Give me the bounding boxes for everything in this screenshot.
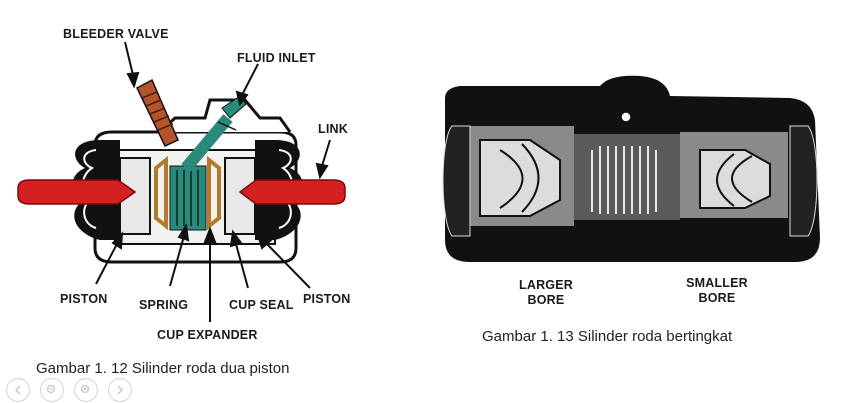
bleeder-port [620, 111, 632, 123]
left-link-rod [17, 179, 137, 205]
label-larger-bore-line1: LARGER [519, 278, 573, 292]
prev-icon [14, 385, 21, 395]
label-link: LINK [318, 122, 348, 136]
bleeder-valve [136, 78, 179, 147]
zoom-in-icon [80, 384, 90, 394]
leader-lines [95, 41, 331, 322]
right-link-rod [238, 179, 346, 205]
label-larger-bore: LARGER BORE [506, 278, 586, 308]
zoom-out-button[interactable] [40, 378, 64, 402]
next-icon [117, 385, 124, 395]
large-piston-cup [479, 139, 561, 217]
zoom-in-button[interactable] [74, 378, 98, 402]
label-larger-bore-line2: BORE [527, 293, 565, 307]
label-smaller-bore-line1: SMALLER [686, 276, 748, 290]
label-cup-seal: CUP SEAL [229, 298, 294, 312]
next-button[interactable] [108, 378, 132, 402]
cup-expanders [154, 155, 221, 231]
caption-right: Gambar 1. 13 Silinder roda bertingkat [482, 328, 733, 345]
caption-left: Gambar 1. 12 Silinder roda dua piston [36, 360, 290, 377]
right-fig-right-boot [789, 125, 818, 237]
small-piston-cup [699, 149, 771, 209]
label-piston-right: PISTON [303, 292, 351, 306]
prev-button[interactable] [6, 378, 30, 402]
label-piston-left: PISTON [60, 292, 108, 306]
center-spring [591, 146, 657, 214]
label-bleeder-valve: BLEEDER VALVE [63, 27, 169, 41]
zoom-out-icon [46, 384, 56, 394]
label-fluid-inlet: FLUID INLET [237, 51, 316, 65]
label-spring: SPRING [139, 298, 189, 312]
label-smaller-bore-line2: BORE [698, 291, 736, 305]
right-fig-left-boot [442, 125, 471, 237]
label-smaller-bore: SMALLER BORE [672, 276, 762, 306]
label-cup-expander: CUP EXPANDER [157, 328, 258, 342]
